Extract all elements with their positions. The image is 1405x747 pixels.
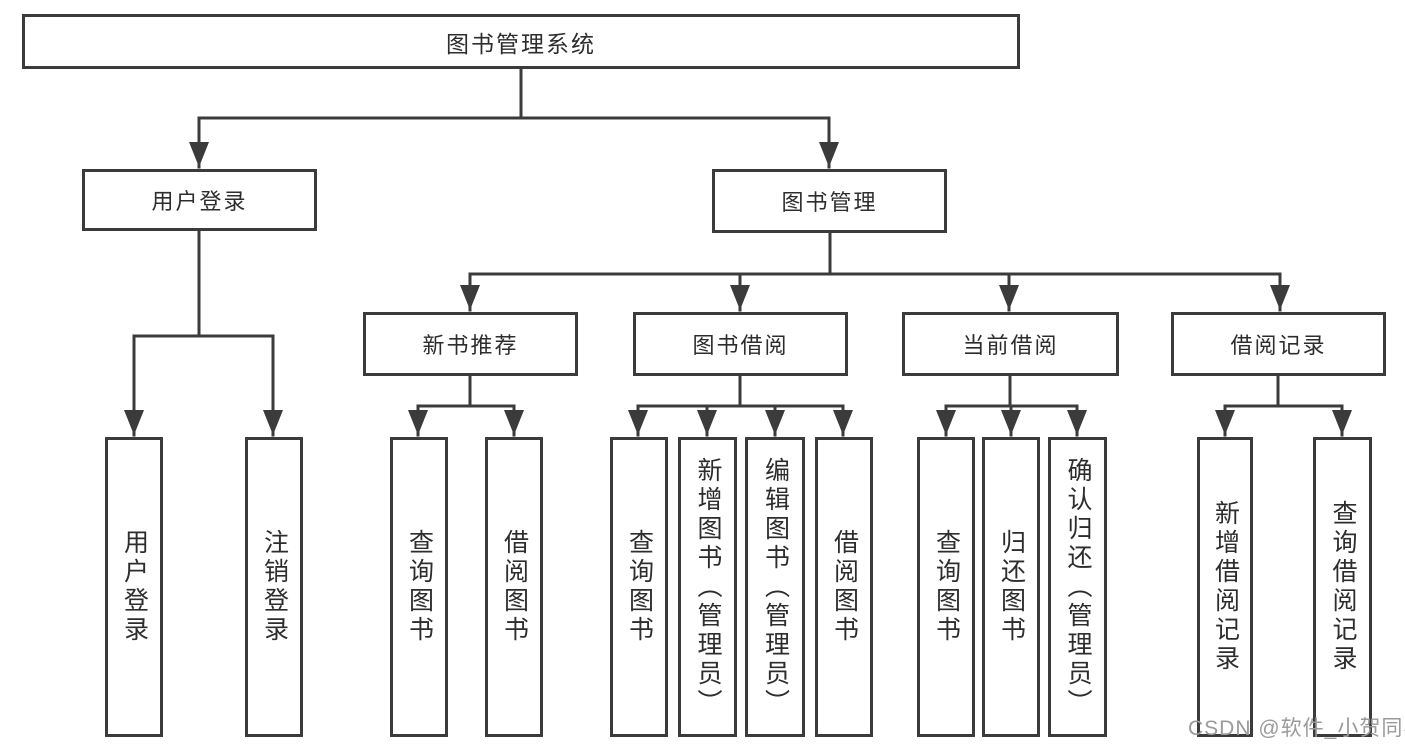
node-new-book-recommendation: 新书推荐 [363, 312, 578, 376]
node-book-management: 图书管理 [712, 169, 947, 233]
leaf-query-books-3: 查询图书 [917, 437, 975, 737]
leaf-user-login: 用户登录 [105, 437, 163, 737]
leaf-borrow-books-1: 借阅图书 [485, 437, 543, 737]
node-current-borrowing: 当前借阅 [902, 312, 1119, 376]
leaf-return-books: 归还图书 [982, 437, 1040, 737]
leaf-query-borrow-record: 查询借阅记录 [1313, 437, 1372, 737]
leaf-query-books-2: 查询图书 [610, 437, 668, 737]
node-library-management-system: 图书管理系统 [22, 14, 1020, 69]
leaf-borrow-books-2: 借阅图书 [815, 437, 873, 737]
leaf-query-books-1: 查询图书 [390, 437, 448, 737]
leaf-confirm-return-admin: 确认归还（管理员） [1048, 437, 1107, 737]
leaf-edit-books-admin: 编辑图书（管理员） [745, 437, 805, 737]
node-borrowing-records: 借阅记录 [1171, 312, 1386, 376]
node-user-login: 用户登录 [82, 169, 317, 231]
leaf-add-books-admin: 新增图书（管理员） [678, 437, 737, 737]
csdn-watermark: CSDN @软件_小贺同学 [1188, 717, 1405, 740]
leaf-add-borrow-record: 新增借阅记录 [1197, 437, 1253, 737]
node-book-borrowing: 图书借阅 [633, 312, 848, 376]
leaf-logout: 注销登录 [245, 437, 303, 737]
